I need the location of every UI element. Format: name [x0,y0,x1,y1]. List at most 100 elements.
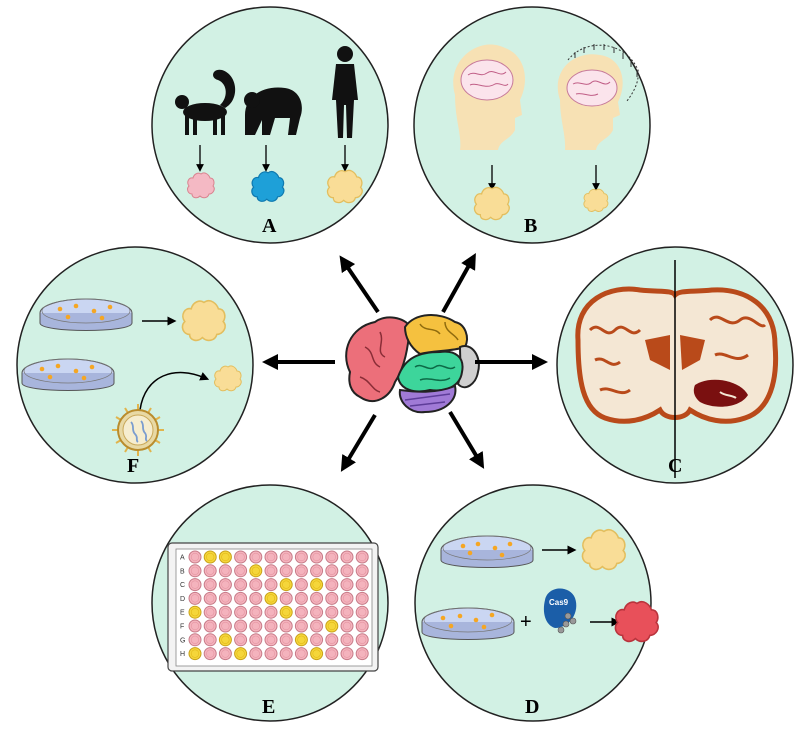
well [340,591,354,605]
well [294,591,308,605]
well [188,647,202,661]
well-inner [206,580,215,589]
well-inner [206,635,215,644]
well [279,605,293,619]
panel-label-B: B [524,215,537,237]
well-inner [342,566,352,575]
well [234,564,248,578]
well-inner [297,649,306,658]
petri-dish-icon [440,535,534,568]
well-inner [282,621,291,631]
child-head-icon [557,44,639,150]
well [355,564,369,578]
well [203,619,217,633]
well [310,633,324,647]
well-inner [312,635,321,644]
well-inner [358,649,367,658]
well-inner [297,580,306,589]
well [310,591,324,605]
panel-F: F [16,246,254,484]
cas9-icon: Cas9 [543,588,577,634]
well-inner [327,580,336,589]
panel-label-A: A [262,215,277,237]
petri-dish-icon [21,358,115,391]
well [188,619,202,633]
well [249,578,263,592]
well-inner [190,580,200,589]
well [203,564,217,578]
well-inner [251,635,260,644]
well [294,564,308,578]
well [355,619,369,633]
well [234,605,248,619]
well-inner [312,649,321,658]
well-inner [312,608,321,617]
arrow-to-D [448,410,485,469]
well-inner [190,621,200,631]
well-inner [327,566,336,575]
well-inner [236,580,245,589]
well-inner [297,594,306,603]
well [234,619,248,633]
well [249,550,263,564]
well [294,578,308,592]
well-inner [297,608,306,617]
well [264,578,278,592]
well-inner [282,566,291,575]
well [249,605,263,619]
well [310,550,324,564]
well-inner [358,608,367,617]
well-inner [206,552,215,562]
well-inner [190,594,200,603]
well [234,591,248,605]
well [188,550,202,564]
row-label: B [180,568,185,575]
well [279,647,293,661]
well [234,633,248,647]
well-inner [251,566,260,575]
well [325,550,339,564]
row-label: H [180,651,185,658]
well-inner [266,552,276,562]
well-inner [236,621,245,631]
well [249,619,263,633]
well-inner [358,621,367,631]
petri-dish-icon [421,607,515,640]
well-inner [342,608,352,617]
well-inner [297,635,306,644]
well [355,550,369,564]
well [218,605,232,619]
well-inner [327,635,336,644]
well-inner [221,580,230,589]
well [264,647,278,661]
well-inner [236,649,245,658]
row-label: A [180,555,185,562]
well-inner [358,580,367,589]
well [203,605,217,619]
well [203,633,217,647]
well-inner [206,566,215,575]
well-inner [221,566,230,575]
well [325,619,339,633]
well-inner [221,594,230,603]
well [188,605,202,619]
well [188,578,202,592]
well-inner [221,552,230,562]
well-inner [266,649,276,658]
well [340,647,354,661]
chimpanzee-icon [244,87,302,135]
well [325,578,339,592]
well [264,633,278,647]
virus-icon [112,404,164,456]
well [218,647,232,661]
panel-B-arrows [488,165,600,191]
well [355,578,369,592]
well [218,564,232,578]
well [310,578,324,592]
well [234,550,248,564]
well-inner [206,621,215,631]
well-inner [327,552,336,562]
well-inner [266,621,276,631]
